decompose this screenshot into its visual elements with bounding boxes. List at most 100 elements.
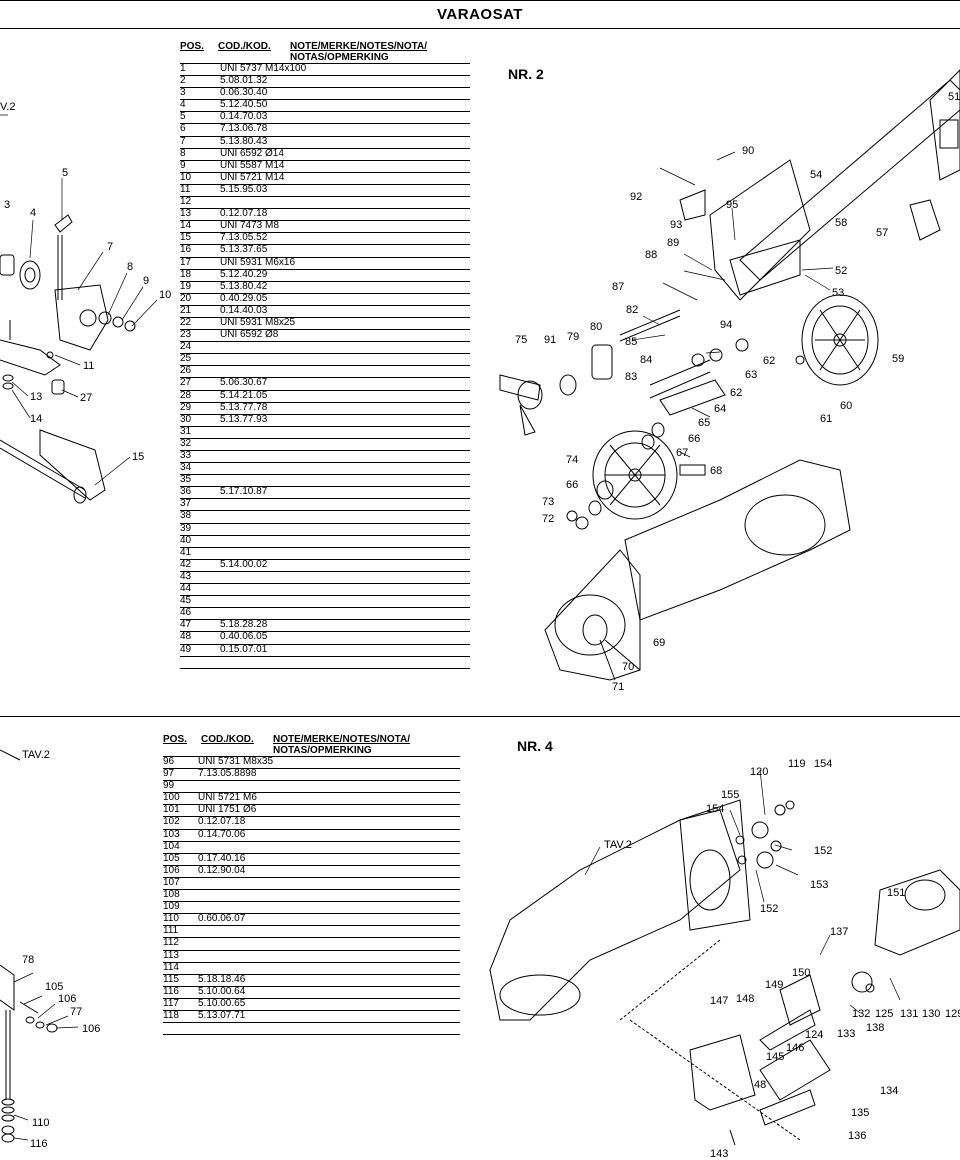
callout-label: 138 [866, 1022, 884, 1034]
part-code: 5.15.95.03 [220, 183, 268, 195]
callout-label: 95 [726, 199, 738, 211]
callout-label: 72 [542, 513, 554, 525]
callout-label: 154 [706, 803, 724, 815]
part-position: 44 [180, 583, 192, 595]
part-code: 5.12.40.50 [220, 99, 268, 111]
table-row: 24 [180, 341, 470, 355]
callout-label: 83 [625, 371, 637, 383]
part-code: 0.14.70.06 [198, 828, 246, 840]
callout-label: 70 [622, 661, 634, 673]
part-position: 24 [180, 341, 192, 353]
part-position: 35 [180, 474, 192, 486]
part-position: 33 [180, 450, 192, 461]
table-row: 26 [180, 365, 470, 379]
callout-label: 82 [626, 304, 638, 316]
column-header-notes: NOTE/MERKE/NOTES/NOTA/ [273, 734, 411, 745]
callout-label: 93 [670, 219, 682, 231]
table-row: 25 [180, 353, 470, 367]
callout-label: 67 [676, 447, 688, 459]
callout-label: 60 [840, 400, 852, 412]
part-position: 114 [163, 961, 179, 973]
part-code: 5.14.21.05 [220, 389, 268, 401]
part-position: 27 [180, 377, 192, 389]
part-code: 5.06.30.67 [220, 377, 268, 389]
part-code: 0.17.40.16 [198, 852, 246, 864]
part-code: 5.13.77.78 [220, 401, 268, 413]
part-code: 5.08.01.32 [220, 75, 268, 87]
callout-label: 51 [948, 91, 960, 103]
callout-label: 59 [892, 353, 904, 365]
part-position: 107 [163, 876, 180, 888]
column-header-notes-line2: NOTAS/OPMERKING [273, 745, 372, 756]
callout-label: 66 [688, 433, 700, 445]
part-position: 26 [180, 365, 192, 377]
callout-label: 135 [851, 1107, 869, 1119]
table-row: 105 0.17.40.16 [163, 852, 460, 866]
callout-label: 10 [159, 289, 171, 301]
callout-label: 66 [566, 479, 578, 491]
part-position: 48 [180, 631, 192, 643]
table-row: 32 [180, 438, 470, 451]
table-row: 111 [163, 925, 460, 939]
callout-label: 7 [107, 241, 113, 253]
callout-label: 94 [720, 319, 732, 331]
callout-label: 134 [880, 1085, 898, 1097]
table-row: 40 [180, 534, 470, 548]
part-code: 5.14.00.02 [220, 558, 268, 570]
part-code: 0.12.07.18 [220, 208, 268, 220]
part-code: UNI 5721 M6 [198, 792, 257, 804]
callout-label: 87 [612, 281, 624, 293]
callout-label: 75 [515, 334, 527, 346]
part-position: 8 [180, 147, 186, 159]
callout-label: 116 [30, 1138, 48, 1150]
part-position: 29 [180, 401, 192, 413]
part-position: 47 [180, 619, 192, 631]
callout-label: 147 [710, 995, 728, 1007]
part-position: 10 [180, 171, 192, 183]
callout-label: TAV.2 [22, 749, 50, 761]
callout-label: 64 [714, 403, 726, 415]
callout-label: 13 [30, 391, 42, 403]
part-code: 5.17.10.87 [220, 486, 268, 498]
part-position: 105 [163, 852, 180, 864]
page-header: VARAOSAT [0, 0, 960, 29]
callout-label: 132 [852, 1008, 870, 1020]
callout-label: 150 [792, 967, 810, 979]
part-position: 49 [180, 643, 192, 655]
part-position: 36 [180, 486, 192, 498]
part-position: 20 [180, 292, 192, 304]
part-code: 5.13.77.93 [220, 413, 268, 425]
callout-label: 58 [835, 217, 847, 229]
part-position: 40 [180, 534, 192, 546]
part-code: UNI 5587 M14 [220, 159, 285, 171]
part-position: 46 [180, 607, 192, 619]
table-row: 31 [180, 426, 470, 439]
diagram-bottom-left: TAV.2 78 105 106 77 106 110 116 [0, 720, 160, 1160]
column-header-code: COD./KOD. [201, 734, 254, 745]
part-position: 118 [163, 1009, 179, 1021]
table-row: 45 [180, 595, 470, 609]
callout-label: 74 [566, 454, 578, 466]
callout-label: 80 [590, 321, 602, 333]
callout-label: 15 [132, 451, 144, 463]
callout-label: 137 [830, 926, 848, 938]
table-row: 35 [180, 474, 470, 488]
part-position: 41 [180, 546, 192, 558]
column-header-pos: POS. [180, 41, 204, 52]
